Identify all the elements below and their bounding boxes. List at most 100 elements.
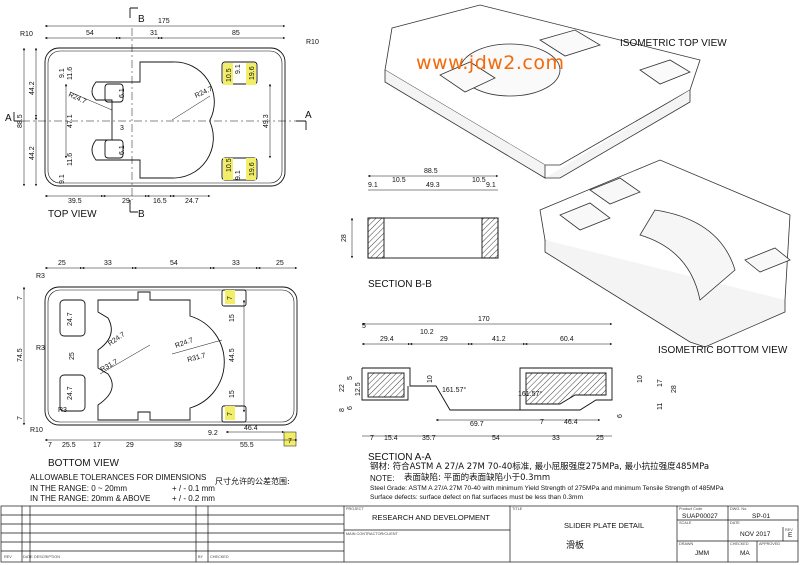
dim-25-5: 25.5 [62, 442, 76, 449]
tolerance-range-2: IN THE RANGE: 20mm & ABOVE [30, 494, 151, 503]
checked-by: MA [740, 550, 750, 557]
dim-6-1-b: 6.1 [119, 145, 126, 155]
dim-88-5: 88.5 [17, 114, 24, 128]
dim-47-1: 47.1 [67, 114, 74, 128]
dim-25-a: 25 [58, 260, 66, 267]
dim-175: 175 [158, 18, 170, 25]
dim-85: 85 [232, 30, 240, 37]
isometric-bottom-view [539, 159, 791, 348]
dim-r10-right: R10 [306, 39, 319, 46]
product-code-header: Product Code [679, 507, 703, 511]
dim-r3-a: R3 [36, 273, 45, 280]
dim-44-2-lower: 44.2 [29, 146, 36, 160]
dim-12-5: 12.5 [355, 382, 362, 396]
dim-b7: 7 [370, 435, 374, 442]
dim-49-3: 49.3 [426, 182, 440, 189]
date-header: DATE [730, 521, 740, 525]
dim-35-7: 35.7 [422, 435, 436, 442]
bottom-view-dimensions: 25 33 54 33 25 R3 R3 R3 R10 7 24.7 74.5 … [17, 260, 292, 469]
dim-28-right: 28 [671, 385, 678, 393]
dim-r24-7-b: R24.7 [194, 86, 214, 100]
dim-7-a: 7 [17, 296, 24, 300]
dim-41-2: 41.2 [492, 336, 506, 343]
dim-9-2: 9.2 [208, 430, 218, 437]
label-isometric-top: ISOMETRIC TOP VIEW [620, 38, 727, 49]
label-bottom-view: BOTTOM VIEW [48, 458, 119, 469]
dim-r10: R10 [30, 427, 43, 434]
checked-header: CHECKED [730, 542, 749, 546]
dim-7-right-b: 7 [227, 412, 234, 416]
section-mark-b-top: B [138, 14, 145, 25]
client-header: MAIN CONTRACTOR/CLIENT [346, 532, 398, 536]
dim-54: 54 [492, 435, 500, 442]
label-top-view: TOP VIEW [48, 209, 97, 220]
dim-8: 8 [339, 408, 346, 412]
surface-spec-en: Surface defects: surface defect on flat … [370, 494, 583, 501]
revision: E [788, 532, 793, 539]
dim-10-5-b: 10.5 [226, 158, 233, 172]
section-aa-dimensions: 170 5 10.2 29.4 29 41.2 60.4 22 5 12.5 8… [339, 316, 678, 463]
dim-25: 25 [596, 435, 604, 442]
approved-header: APPROVED [759, 542, 781, 546]
dim-39-5: 39.5 [68, 198, 82, 205]
section-mark-b-bottom: B [138, 209, 145, 220]
dim-10-5-a: 10.5 [226, 68, 233, 82]
dim-r10-left: R10 [20, 31, 33, 38]
dim-170: 170 [478, 316, 490, 323]
dim-19-6-b: 19.6 [249, 162, 256, 176]
project-header: PROJECT [346, 507, 364, 511]
dim-15-a: 15 [229, 314, 236, 322]
dim-9-1-b: 9.1 [59, 174, 66, 184]
surface-spec-cn: 表面缺陷: 平面的表面缺陷小于0.3mm [404, 473, 551, 483]
drawing-date: NOV 2017 [740, 531, 771, 538]
dim-9-1-d: 9.1 [235, 170, 242, 180]
dim-6-left: 6 [347, 406, 354, 410]
watermark: www.jdw2.com [416, 52, 565, 74]
dim-29: 29 [126, 442, 134, 449]
dim-7-b: 7 [17, 416, 24, 420]
dim-r3-b: R3 [36, 345, 45, 352]
dim-29-4: 29.4 [380, 336, 394, 343]
dim-88-5: 88.5 [424, 168, 438, 175]
dim-54: 54 [170, 260, 178, 267]
dim-5: 5 [362, 323, 366, 330]
dim-44-2-upper: 44.2 [29, 81, 36, 95]
dim-60-4: 60.4 [560, 336, 574, 343]
dim-22: 22 [339, 384, 346, 392]
dim-17-right: 17 [657, 379, 664, 387]
dim-r24-7-a: R24.7 [67, 91, 87, 105]
drawing-title: SLIDER PLATE DETAIL [564, 521, 645, 530]
bottom-view [22, 266, 298, 447]
dim-angle-2: 161.57° [518, 390, 542, 398]
project-name: RESEARCH AND DEVELOPMENT [372, 513, 490, 522]
dim-r31-7-b: R31.7 [187, 352, 207, 364]
rev-col-checked: CHECKED [210, 555, 229, 559]
dim-10-left: 10 [427, 375, 434, 383]
rev-header: REV [785, 528, 793, 532]
dim-11-right: 11 [657, 403, 664, 410]
dim-5-left: 5 [347, 376, 354, 380]
section-bb-dimensions: 88.5 9.1 10.5 49.3 10.5 9.1 28 SECTION B… [341, 168, 496, 290]
dim-24-7-a: 24.7 [67, 312, 74, 326]
tolerance-value-2: + / - 0.2 mm [172, 494, 215, 503]
dim-24-7: 24.7 [185, 198, 199, 205]
dim-9-1-b: 9.1 [486, 182, 496, 189]
dim-r3-c: R3 [58, 407, 67, 414]
label-isometric-bottom: ISOMETRIC BOTTOM VIEW [658, 345, 788, 356]
dim-r31-7-a: R31.7 [100, 358, 120, 373]
title-header: TITLE [512, 507, 523, 511]
dim-74-5: 74.5 [17, 348, 24, 362]
dim-19-6-a: 19.6 [249, 66, 256, 80]
scale-header: SCALE [679, 521, 692, 525]
dim-29: 29 [122, 198, 130, 205]
title-block [0, 505, 799, 563]
dwg-no-header: DWG. No. [730, 507, 748, 511]
dim-46-4: 46.4 [564, 419, 578, 426]
dim-49-3: 49.3 [263, 114, 270, 128]
dim-7-a: 7 [540, 419, 544, 426]
dim-25-b: 25 [276, 260, 284, 267]
dim-9-1-c: 9.1 [235, 64, 242, 74]
dim-10-5-b: 10.5 [472, 177, 486, 184]
steel-spec-en: Steel Grade: ASTM A 27/A 27M 70-40 with … [370, 485, 724, 492]
